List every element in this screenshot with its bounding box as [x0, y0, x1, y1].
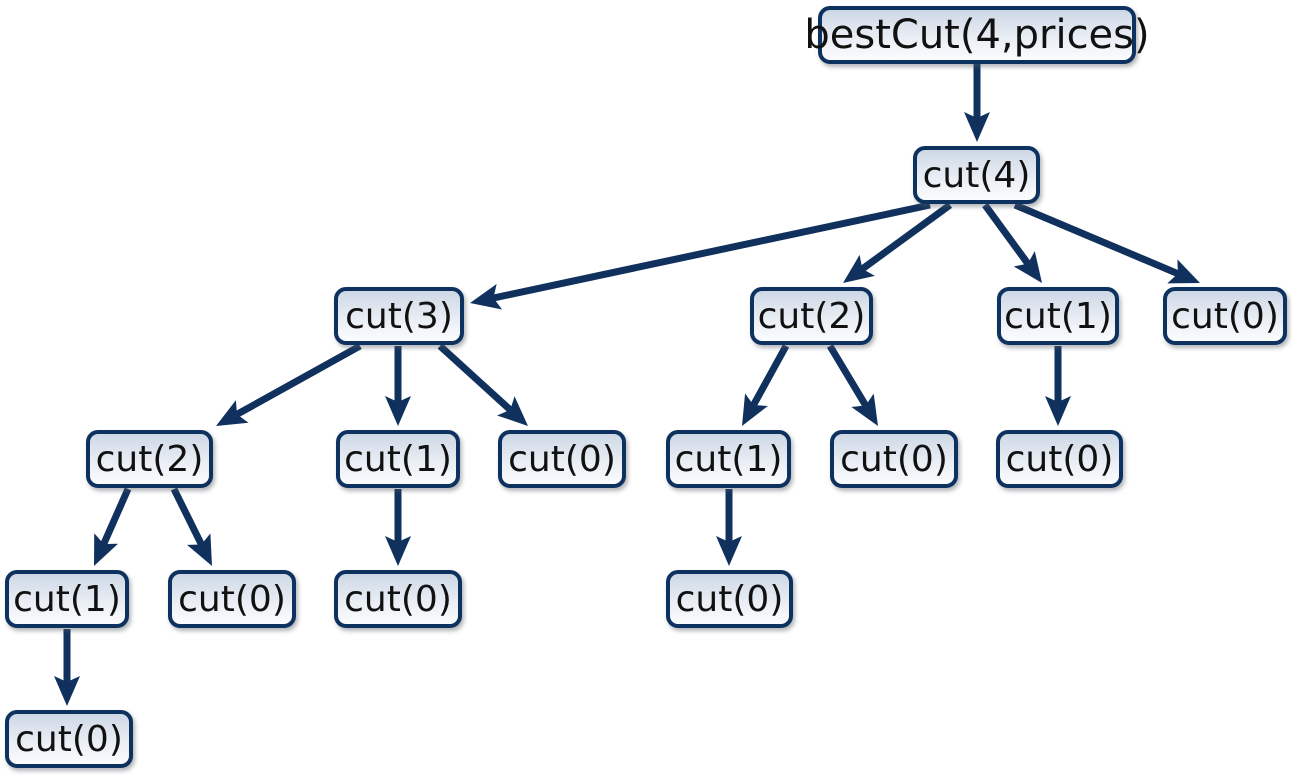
- node-box[interactable]: [334, 570, 462, 628]
- node-label: cut(1): [1004, 296, 1112, 337]
- node-box[interactable]: [996, 430, 1123, 488]
- edge-arrowhead-icon: [385, 536, 411, 566]
- tree-node[interactable]: cut(4): [913, 146, 1040, 204]
- tree-node[interactable]: cut(2): [86, 430, 213, 488]
- tree-edge: [1013, 201, 1200, 284]
- tree-edge: [470, 201, 931, 310]
- node-label: cut(2): [758, 296, 866, 337]
- node-box[interactable]: [830, 430, 958, 488]
- tree-node[interactable]: cut(0): [168, 570, 296, 628]
- node-box[interactable]: [5, 570, 129, 628]
- tree-edge: [826, 344, 878, 426]
- edge-arrowhead-icon: [742, 393, 768, 426]
- node-box[interactable]: [334, 287, 464, 345]
- nodes-layer: bestCut(4,prices) cut(4) cut(3) cut(2) cut(1…: [5, 6, 1287, 768]
- edge-line: [982, 202, 1031, 266]
- node-box[interactable]: [913, 146, 1040, 204]
- edge-arrowhead-icon: [385, 396, 411, 426]
- edge-arrowhead-icon: [94, 533, 119, 566]
- tree-node[interactable]: bestCut(4,prices): [804, 6, 1150, 64]
- node-box[interactable]: [997, 287, 1119, 345]
- tree-edge: [216, 342, 362, 426]
- edges-layer: [54, 64, 1200, 706]
- tree-edge: [982, 202, 1042, 283]
- node-box[interactable]: [86, 430, 213, 488]
- node-box[interactable]: [666, 430, 791, 488]
- node-label: cut(0): [15, 719, 123, 760]
- node-label: cut(4): [923, 155, 1031, 196]
- node-box[interactable]: [666, 570, 793, 628]
- edge-arrowhead-icon: [216, 400, 249, 426]
- node-label: cut(0): [1006, 439, 1114, 480]
- tree-node[interactable]: cut(1): [666, 430, 791, 488]
- edge-arrowhead-icon: [497, 396, 528, 426]
- tree-node[interactable]: cut(3): [334, 287, 464, 345]
- node-label: cut(0): [676, 579, 784, 620]
- edge-line: [492, 201, 931, 302]
- tree-node[interactable]: cut(0): [5, 710, 133, 768]
- tree-edge: [843, 202, 953, 283]
- node-label: cut(1): [675, 439, 783, 480]
- edge-line: [826, 344, 869, 408]
- tree-node[interactable]: cut(1): [5, 570, 129, 628]
- edge-arrowhead-icon: [843, 254, 875, 283]
- node-label: cut(1): [344, 439, 452, 480]
- edge-arrowhead-icon: [1013, 251, 1042, 283]
- tree-edge: [716, 489, 742, 566]
- node-box[interactable]: [818, 6, 1136, 64]
- edge-arrowhead-icon: [470, 284, 503, 310]
- edge-line: [100, 487, 132, 546]
- tree-node[interactable]: cut(0): [334, 570, 462, 628]
- node-box[interactable]: [1163, 287, 1287, 345]
- edge-line: [1013, 201, 1180, 277]
- tree-node[interactable]: cut(2): [750, 287, 873, 345]
- edge-arrowhead-icon: [54, 676, 80, 706]
- tree-edge: [94, 487, 132, 566]
- edge-arrowhead-icon: [187, 533, 212, 566]
- node-label: cut(0): [840, 439, 948, 480]
- edge-arrowhead-icon: [716, 536, 742, 566]
- node-box[interactable]: [168, 570, 296, 628]
- tree-node[interactable]: cut(0): [498, 430, 626, 488]
- node-label: cut(1): [13, 579, 121, 620]
- edge-line: [860, 202, 953, 272]
- edge-line: [437, 343, 513, 413]
- tree-edge: [385, 489, 411, 566]
- edge-line: [235, 342, 362, 418]
- tree-edge: [964, 64, 990, 142]
- node-label: cut(0): [508, 439, 616, 480]
- tree-node[interactable]: cut(0): [666, 570, 793, 628]
- edge-arrowhead-icon: [1045, 396, 1071, 426]
- node-box[interactable]: [498, 430, 626, 488]
- edge-line: [170, 487, 205, 547]
- node-label: cut(0): [1171, 296, 1279, 337]
- tree-edge: [385, 346, 411, 426]
- tree-edge: [170, 487, 212, 566]
- tree-edge: [54, 629, 80, 706]
- tree-edge: [742, 344, 790, 426]
- node-box[interactable]: [5, 710, 133, 768]
- tree-node[interactable]: cut(0): [996, 430, 1123, 488]
- tree-edge: [437, 343, 528, 426]
- node-box[interactable]: [750, 287, 873, 345]
- node-label: bestCut(4,prices): [804, 12, 1149, 58]
- node-label: cut(3): [345, 296, 453, 337]
- edge-line: [750, 344, 790, 407]
- tree-node[interactable]: cut(0): [830, 430, 958, 488]
- tree-node[interactable]: cut(1): [336, 430, 460, 488]
- node-label: cut(0): [178, 579, 286, 620]
- edge-arrowhead-icon: [851, 393, 878, 426]
- tree-node[interactable]: cut(0): [1163, 287, 1287, 345]
- edge-arrowhead-icon: [964, 112, 990, 142]
- tree-edge: [1045, 346, 1071, 426]
- edge-arrowhead-icon: [1167, 259, 1200, 284]
- tree-node[interactable]: cut(1): [997, 287, 1119, 345]
- node-label: cut(2): [96, 439, 204, 480]
- node-label: cut(0): [344, 579, 452, 620]
- node-box[interactable]: [336, 430, 460, 488]
